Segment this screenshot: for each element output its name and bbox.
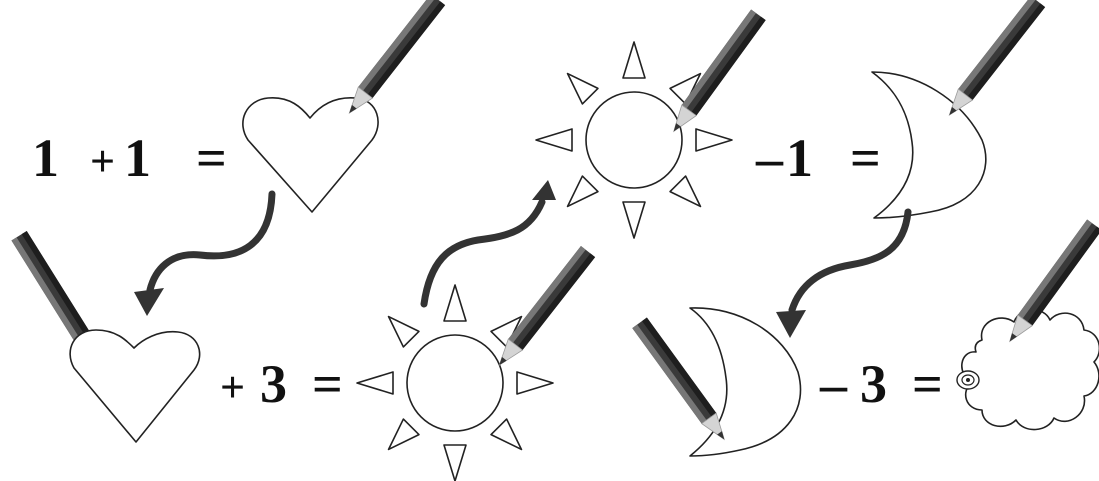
curved-arrow-3 [792,212,908,310]
number-one: 1 [32,128,59,188]
minus-sign: – [755,128,784,188]
pencil-icon [492,246,595,371]
equals-sign: = [196,128,227,188]
swirl-icon [957,371,979,389]
plus-sign: + [220,363,245,412]
curved-arrow-2 [424,202,542,304]
cloud-shape [962,310,1099,430]
moon-shape-bottom [690,308,801,456]
pencil-icon [942,0,1045,121]
equals-sign: = [912,354,943,414]
curved-arrow-1 [150,194,272,290]
plus-sign: + [90,137,115,186]
sun-shape-top [536,42,732,238]
pencil-icon [666,10,765,137]
minus-sign: – [819,354,848,414]
pencil-icon [342,0,445,119]
equals-sign: = [850,128,881,188]
heart-shape-bottom [70,330,200,442]
heart-shape-top [243,98,378,212]
number-one-second: 1 [124,128,151,188]
number-one: 1 [786,128,813,188]
sun-shape-bottom [357,285,553,481]
number-three: 3 [860,354,887,414]
equals-sign: = [312,354,343,414]
number-three: 3 [260,354,287,414]
